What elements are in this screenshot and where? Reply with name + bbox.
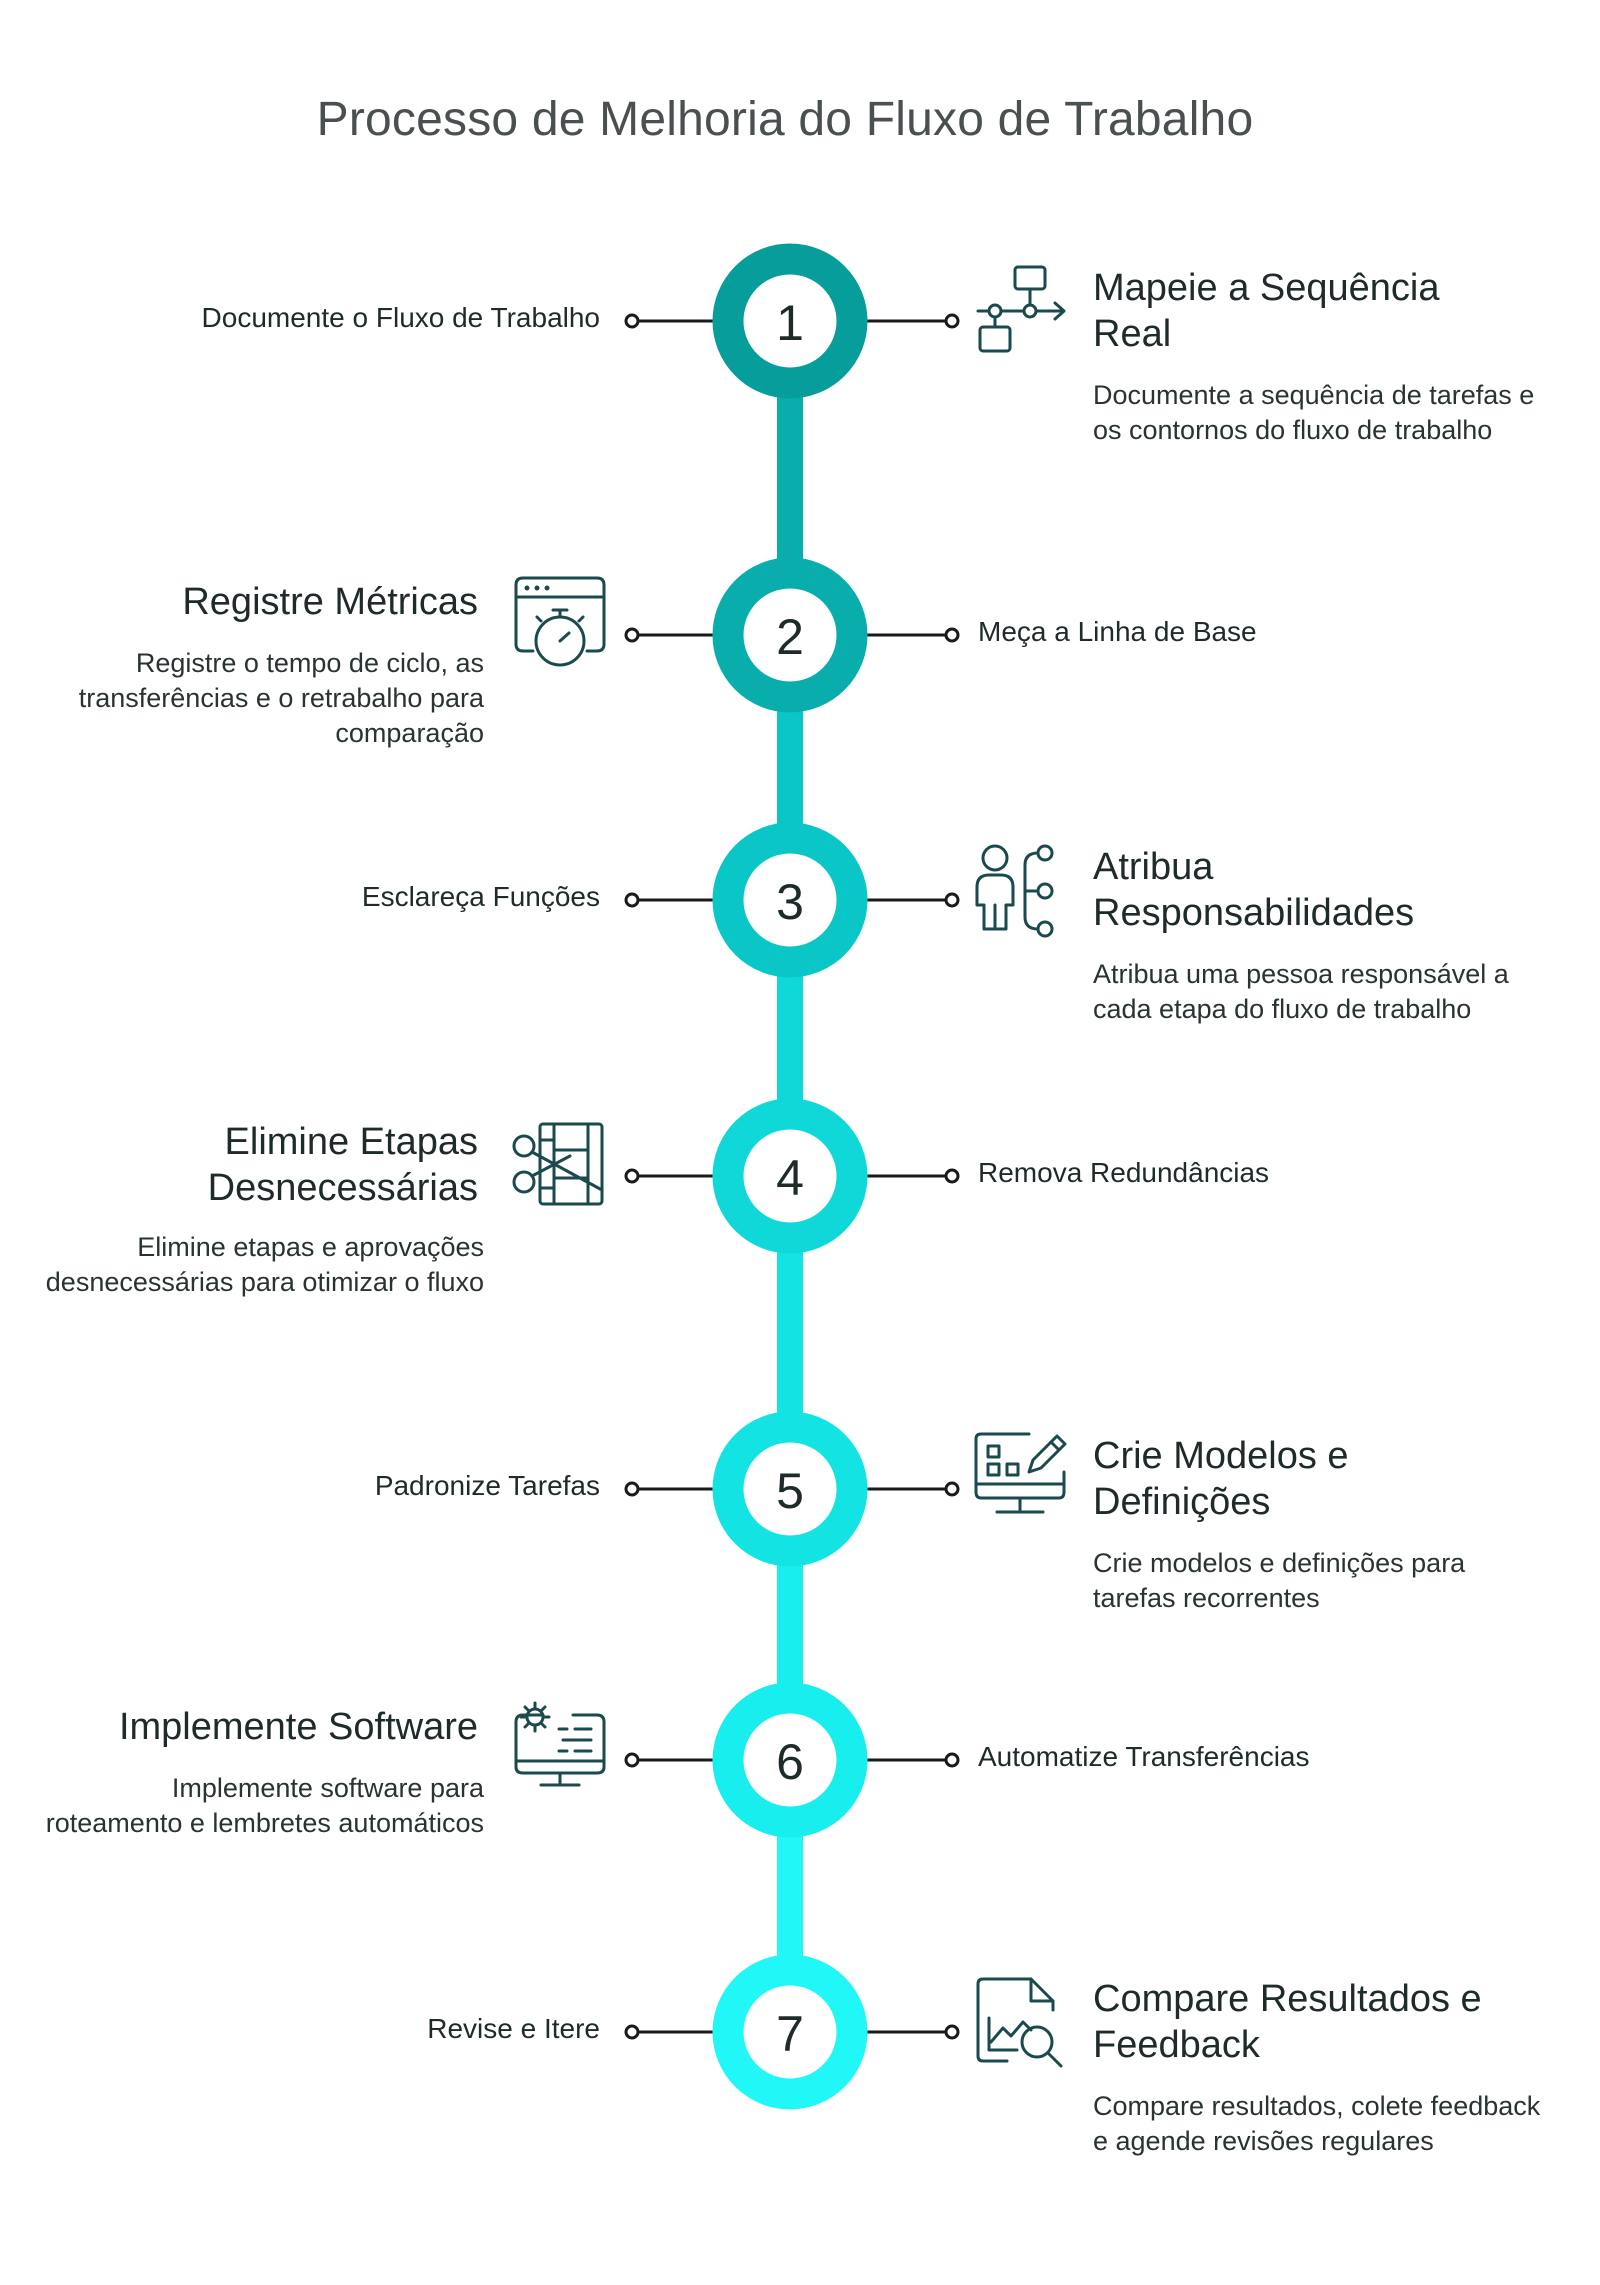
person-assign-icon xyxy=(975,844,1054,938)
step-short-label: Padronize Tarefas xyxy=(374,1470,600,1501)
step-number: 2 xyxy=(776,609,804,665)
step-heading: Mapeie a Sequência Real xyxy=(1093,267,1440,355)
step-description: Compare resultados, colete feedback e ag… xyxy=(1093,2091,1541,2156)
connector-dot-left xyxy=(624,627,640,643)
step-number: 1 xyxy=(776,295,804,351)
connector-bar xyxy=(777,708,803,827)
step-short-label: Remova Redundâncias xyxy=(978,1157,1270,1188)
step-description: Crie modelos e definições para tarefas r… xyxy=(1093,1548,1466,1613)
step-circle xyxy=(712,1682,868,1838)
step-short-label: Revise e Itere xyxy=(427,2013,600,2044)
connector-dot-right xyxy=(944,313,960,329)
connector-dot-left xyxy=(624,1752,640,1768)
step-short-label: Esclareça Funções xyxy=(361,881,600,912)
connector-dot-left xyxy=(624,313,640,329)
step-circle xyxy=(712,1411,868,1567)
monitor-gear-icon xyxy=(514,1701,606,1787)
connector-dot-right xyxy=(944,892,960,908)
step-number: 4 xyxy=(776,1150,804,1206)
step-description: Documente a sequência de tarefas e os co… xyxy=(1093,380,1535,445)
connector-dot-right xyxy=(944,2024,960,2040)
page-title: Processo de Melhoria do Fluxo de Trabalh… xyxy=(316,93,1254,146)
step-description: Registre o tempo de ciclo, as transferên… xyxy=(78,648,484,748)
connector-dot-right xyxy=(944,1481,960,1497)
step-heading: Registre Métricas xyxy=(182,581,478,623)
flowchart-icon xyxy=(976,265,1066,353)
step-heading: Elimine Etapas Desnecessárias xyxy=(207,1121,478,1209)
step-short-label: Meça a Linha de Base xyxy=(978,616,1257,647)
step-number: 3 xyxy=(776,874,804,930)
step-heading: Implemente Software xyxy=(118,1706,478,1748)
connector-dot-left xyxy=(624,1481,640,1497)
connector-dot-right xyxy=(944,1752,960,1768)
step-circle xyxy=(712,243,868,399)
browser-stopwatch-icon xyxy=(514,576,606,667)
step-number: 7 xyxy=(776,2006,804,2062)
step-circle xyxy=(712,822,868,978)
step-circle xyxy=(712,1954,868,2110)
step-number: 6 xyxy=(776,1734,804,1790)
connector-dot-right xyxy=(944,1168,960,1184)
step-short-label: Documente o Fluxo de Trabalho xyxy=(201,302,600,333)
connector-bar xyxy=(777,1562,803,1687)
step-heading: Atribua Responsabilidades xyxy=(1093,846,1415,934)
connector-dot-left xyxy=(624,1168,640,1184)
step-description: Elimine etapas e aprovações desnecessári… xyxy=(45,1232,484,1297)
step-circle xyxy=(712,557,868,713)
monitor-edit-icon xyxy=(974,1432,1067,1514)
connector-dot-right xyxy=(944,627,960,643)
step-short-label: Automatize Transferências xyxy=(978,1741,1310,1772)
step-circle xyxy=(712,1098,868,1254)
report-search-icon xyxy=(976,1977,1063,2068)
connector-dot-left xyxy=(624,2024,640,2040)
connector-bar xyxy=(777,1833,803,1959)
step-description: Atribua uma pessoa responsável a cada et… xyxy=(1093,959,1509,1024)
step-heading: Compare Resultados e Feedback xyxy=(1093,1978,1482,2066)
connector-bar xyxy=(777,973,803,1103)
connector-bar xyxy=(777,394,803,562)
step-description: Implemente software para roteamento e le… xyxy=(45,1773,484,1838)
step-heading: Crie Modelos e Definições xyxy=(1093,1435,1349,1523)
scissors-cut-icon xyxy=(512,1122,604,1206)
step-number: 5 xyxy=(776,1463,804,1519)
connector-bar xyxy=(777,1249,803,1416)
connector-dot-left xyxy=(624,892,640,908)
